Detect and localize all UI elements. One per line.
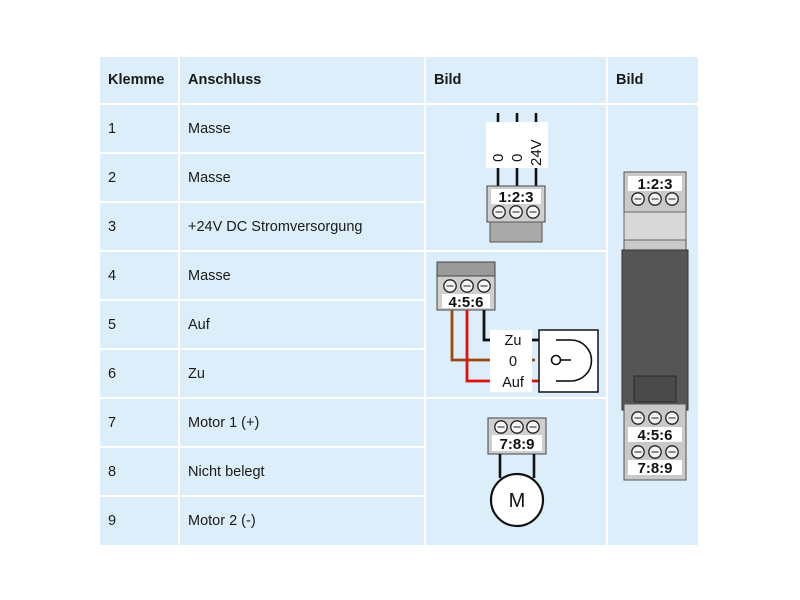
anschluss-value: Nicht belegt <box>188 463 265 480</box>
table-row-8-klemme: 8 <box>100 448 178 495</box>
klemme-value: 3 <box>108 218 117 235</box>
klemme-value: 6 <box>108 365 117 382</box>
klemme-value: 4 <box>108 267 117 284</box>
klemme-value: 2 <box>108 169 117 186</box>
table-row-7-klemme: 7 <box>100 399 178 446</box>
anschluss-value: Masse <box>188 169 231 186</box>
anschluss-value: Zu <box>188 365 205 382</box>
header-anschluss-label: Anschluss <box>188 72 262 88</box>
anschluss-value: Motor 1 (+) <box>188 414 260 431</box>
table-row-4-klemme: 4 <box>100 252 178 299</box>
table-row-3-klemme: 3 <box>100 203 178 250</box>
table-row-9-anschluss: Motor 2 (-) <box>180 497 424 545</box>
header-bild-2: Bild <box>608 57 698 103</box>
table-row-9-klemme: 9 <box>100 497 178 545</box>
table-row-2-anschluss: Masse <box>180 154 424 201</box>
header-bild-1: Bild <box>426 57 606 103</box>
table-row-1-klemme: 1 <box>100 105 178 152</box>
table-row-4-anschluss: Masse <box>180 252 424 299</box>
anschluss-value: Masse <box>188 120 231 137</box>
header-bild-2-label: Bild <box>616 72 644 88</box>
bild-supply-block <box>426 105 606 250</box>
table-row-5-klemme: 5 <box>100 301 178 348</box>
anschluss-value: Motor 2 (-) <box>188 513 256 529</box>
table-row-2-klemme: 2 <box>100 154 178 201</box>
header-bild-1-label: Bild <box>434 72 462 88</box>
table-row-7-anschluss: Motor 1 (+) <box>180 399 424 446</box>
anschluss-value: +24V DC Stromversorgung <box>188 218 363 235</box>
table-row-3-anschluss: +24V DC Stromversorgung <box>180 203 424 250</box>
table-row-8-anschluss: Nicht belegt <box>180 448 424 495</box>
bild-motor-block <box>426 399 606 545</box>
table-row-1-anschluss: Masse <box>180 105 424 152</box>
table-row-6-klemme: 6 <box>100 350 178 397</box>
header-klemme: Klemme <box>100 57 178 103</box>
table-row-5-anschluss: Auf <box>180 301 424 348</box>
header-anschluss: Anschluss <box>180 57 424 103</box>
bild-valve-block <box>426 252 606 397</box>
terminal-table: Klemme Anschluss Bild Bild 1 Masse 2 Mas… <box>100 57 698 545</box>
klemme-value: 9 <box>108 513 117 529</box>
klemme-value: 1 <box>108 120 117 137</box>
anschluss-value: Masse <box>188 267 231 284</box>
table-row-6-anschluss: Zu <box>180 350 424 397</box>
klemme-value: 7 <box>108 414 117 431</box>
klemme-value: 5 <box>108 316 117 333</box>
anschluss-value: Auf <box>188 316 210 333</box>
bild-module-block <box>608 105 698 545</box>
header-klemme-label: Klemme <box>108 72 165 88</box>
klemme-value: 8 <box>108 463 117 480</box>
